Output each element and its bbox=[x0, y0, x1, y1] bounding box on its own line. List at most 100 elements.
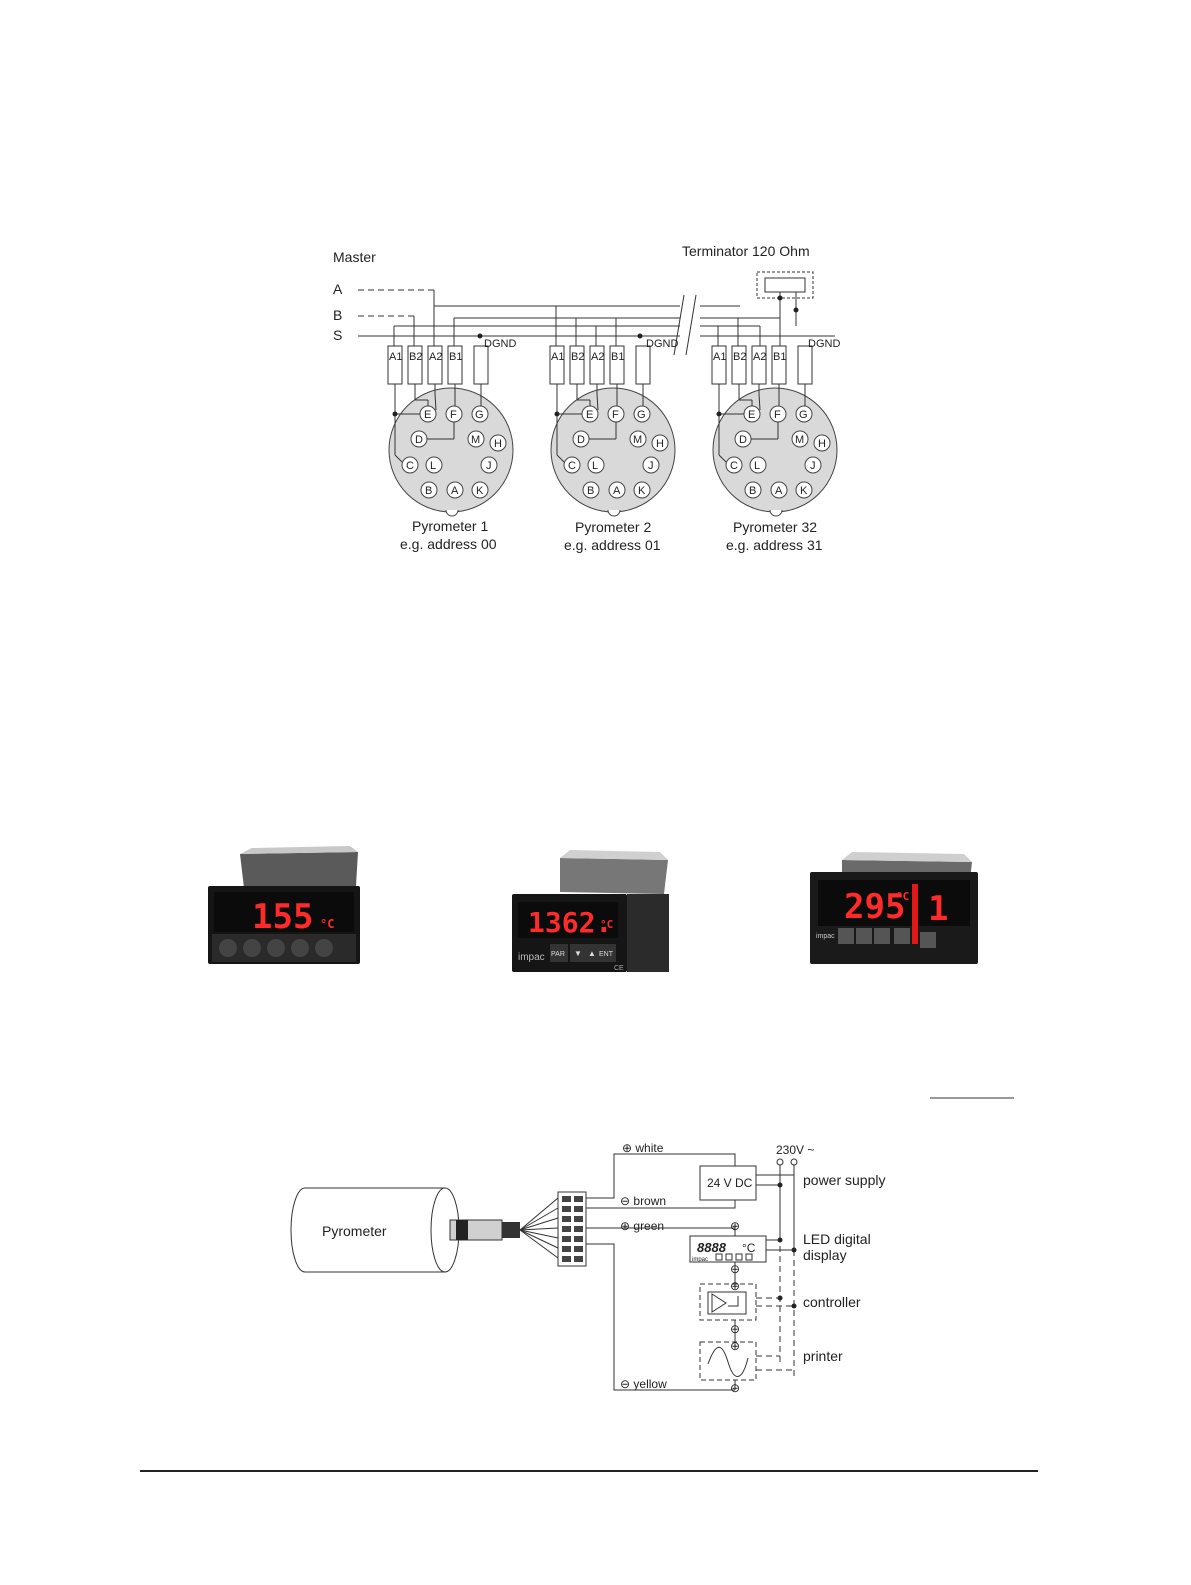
pin-d: D bbox=[739, 434, 747, 446]
bus-line-s-label: S bbox=[333, 327, 342, 343]
terminal-b1-label: B1 bbox=[773, 351, 786, 363]
pin-k: K bbox=[476, 485, 484, 497]
display-3-unit: °C bbox=[896, 890, 909, 903]
display-2-reading: 1362. bbox=[528, 906, 612, 939]
pin-m: M bbox=[633, 434, 642, 446]
display-2-brand: impac bbox=[518, 952, 545, 963]
footer-rule bbox=[140, 1470, 1038, 1472]
pin-h: H bbox=[818, 438, 826, 450]
pin-j: J bbox=[810, 460, 816, 472]
bus-line-b-label: B bbox=[333, 307, 342, 323]
terminal-a1-label: A1 bbox=[389, 351, 402, 363]
display-3-brand: impac bbox=[816, 933, 835, 940]
power-supply-box bbox=[699, 1165, 757, 1201]
pin-b: B bbox=[587, 485, 594, 497]
pin-l: L bbox=[754, 460, 760, 472]
display-2-button-up: ▲ bbox=[588, 949, 596, 958]
display-2-button-par: PAR bbox=[551, 951, 565, 958]
terminal-b2-label: B2 bbox=[571, 351, 584, 363]
pyrometer-1-address: e.g. address 00 bbox=[400, 536, 497, 552]
pin-c: C bbox=[568, 460, 576, 472]
pin-f: F bbox=[774, 409, 781, 421]
pyrometer-connector-1: A1 B2 A2 B1 DGND E F G D M H C L J B A K bbox=[387, 338, 516, 517]
wiring-diagram: Pyrometer ⊕ white ⊖ brown ⊕ green ⊖ yell… bbox=[290, 1097, 1014, 1395]
display-unit-1: 155 °C bbox=[208, 846, 360, 964]
power-supply-label: power supply bbox=[803, 1172, 886, 1188]
rs485-bus-diagram: Master Terminator 120 Ohm A B S bbox=[333, 243, 840, 553]
pin-l: L bbox=[592, 460, 598, 472]
pin-a: A bbox=[775, 485, 783, 497]
display-photos: 155 °C 1362. °C impac PAR ▼ ▲ ENT CE 295 bbox=[208, 846, 978, 972]
pyrometer-body: Pyrometer bbox=[290, 1187, 520, 1273]
pyrometer-connector-32: A1 B2 A2 B1 DGND E F G D M H C L J B A K bbox=[711, 338, 840, 517]
pin-g: G bbox=[475, 409, 484, 421]
led-display-label-2: display bbox=[803, 1247, 847, 1263]
pin-e: E bbox=[586, 409, 593, 421]
dgnd-label: DGND bbox=[646, 338, 678, 350]
display-2-button-ent: ENT bbox=[599, 951, 614, 958]
polarity-minus-icon: ⊖ bbox=[730, 1322, 740, 1336]
pyrometer-32-name: Pyrometer 32 bbox=[733, 519, 817, 535]
polarity-plus-icon: ⊕ bbox=[730, 1339, 740, 1353]
display-3-reading: 295 bbox=[844, 887, 905, 927]
wire-green-label: ⊕ green bbox=[620, 1219, 664, 1233]
pyrometer-1-name: Pyrometer 1 bbox=[412, 518, 488, 534]
pin-k: K bbox=[800, 485, 808, 497]
terminal-b2-label: B2 bbox=[733, 351, 746, 363]
display-unit-3: 295 °C 1 impac bbox=[810, 852, 978, 964]
psu-label: 24 V DC bbox=[707, 1176, 753, 1190]
printer-label: printer bbox=[803, 1348, 843, 1364]
pin-k: K bbox=[638, 485, 646, 497]
pin-d: D bbox=[577, 434, 585, 446]
display-3-channel: 1 bbox=[928, 889, 948, 929]
wire-yellow-label: ⊖ yellow bbox=[620, 1377, 667, 1391]
led-reading: 8888 bbox=[697, 1240, 727, 1255]
display-2-button-down: ▼ bbox=[574, 949, 582, 958]
pin-j: J bbox=[648, 460, 654, 472]
pyrometer-32-address: e.g. address 31 bbox=[726, 537, 823, 553]
terminal-a2-label: A2 bbox=[429, 351, 442, 363]
pin-g: G bbox=[799, 409, 808, 421]
terminal-b1-label: B1 bbox=[611, 351, 624, 363]
terminal-a1-label: A1 bbox=[551, 351, 564, 363]
pin-c: C bbox=[730, 460, 738, 472]
pin-d: D bbox=[415, 434, 423, 446]
pyrometer-connector-2: A1 B2 A2 B1 DGND E F G D M H C L J B A K bbox=[549, 338, 678, 517]
pin-b: B bbox=[425, 485, 432, 497]
printer-icon bbox=[707, 1346, 749, 1377]
terminal-a1-label: A1 bbox=[713, 351, 726, 363]
display-1-reading: 155 bbox=[252, 897, 313, 937]
bus-wires bbox=[358, 271, 835, 356]
polarity-plus-icon: ⊕ bbox=[730, 1279, 740, 1293]
pin-j: J bbox=[486, 460, 492, 472]
pin-f: F bbox=[450, 409, 457, 421]
polarity-minus-icon: ⊖ bbox=[730, 1381, 740, 1395]
pin-l: L bbox=[430, 460, 436, 472]
dgnd-label: DGND bbox=[808, 338, 840, 350]
display-2-unit: °C bbox=[600, 918, 613, 931]
pin-e: E bbox=[424, 409, 431, 421]
terminal-b2-label: B2 bbox=[409, 351, 422, 363]
terminal-a2-label: A2 bbox=[753, 351, 766, 363]
pin-a: A bbox=[451, 485, 459, 497]
led-brand: impac bbox=[692, 1257, 708, 1263]
polarity-minus-icon: ⊖ bbox=[730, 1262, 740, 1276]
terminal-a2-label: A2 bbox=[591, 351, 604, 363]
dgnd-label: DGND bbox=[484, 338, 516, 350]
display-unit-2: 1362. °C impac PAR ▼ ▲ ENT CE bbox=[512, 850, 669, 972]
display-2-ce-mark: CE bbox=[614, 965, 624, 972]
pyrometer-2-name: Pyrometer 2 bbox=[575, 519, 651, 535]
master-label: Master bbox=[333, 249, 376, 265]
mains-label: 230V ~ bbox=[776, 1143, 814, 1157]
pin-e: E bbox=[748, 409, 755, 421]
polarity-plus-icon: ⊕ bbox=[730, 1219, 740, 1233]
terminator-label: Terminator 120 Ohm bbox=[682, 243, 810, 259]
pin-h: H bbox=[656, 438, 664, 450]
pin-m: M bbox=[795, 434, 804, 446]
pin-a: A bbox=[613, 485, 621, 497]
wire-white-label: ⊕ white bbox=[622, 1141, 664, 1155]
terminal-b1-label: B1 bbox=[449, 351, 462, 363]
controller-label: controller bbox=[803, 1294, 861, 1310]
pin-m: M bbox=[471, 434, 480, 446]
wire-brown-label: ⊖ brown bbox=[620, 1194, 666, 1208]
